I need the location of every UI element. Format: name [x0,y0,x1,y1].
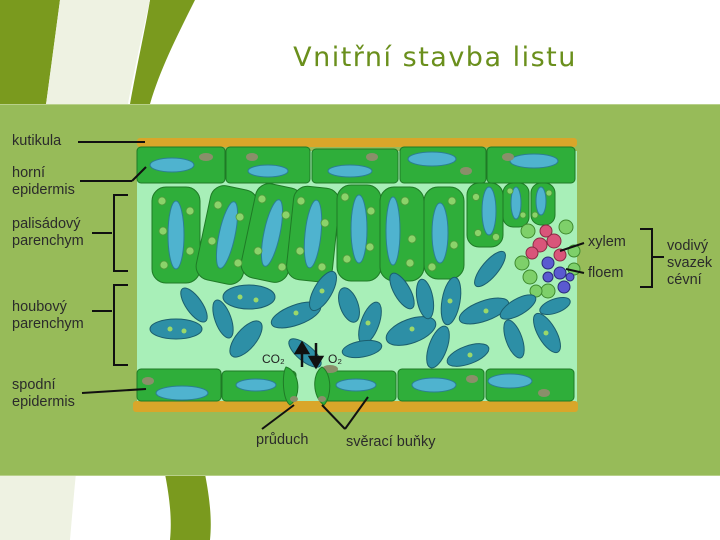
label-houbovy: houbový [12,299,67,316]
upper-epidermis-cells [137,147,575,183]
label-vodivy: vodivý [667,238,708,255]
label-cevni: cévní [667,272,702,289]
label-sveraci-bunky: svěrací buňky [346,434,435,451]
label-xylem: xylem [588,234,626,251]
co2-label: CO₂ [262,352,285,366]
label-spodni: spodní [12,377,56,394]
leaf-cross-section: CO₂ O₂ [0,105,720,475]
label-horni: horní [12,165,45,182]
label-parenchym-palisade: parenchym [12,233,84,250]
label-epidermis-upper: epidermis [12,182,75,199]
label-svazek: svazek [667,255,712,272]
swoosh-bottom [165,474,211,540]
o2-label: O₂ [328,352,342,366]
label-floem: floem [588,265,623,282]
label-kutikula: kutikula [12,133,61,150]
label-palisadovy: palisádový [12,216,81,233]
lower-cuticle [133,401,578,412]
slide-title: Vnitřní stavba listu [250,42,620,73]
upper-cuticle [137,138,577,147]
label-pruduch: průduch [256,432,308,449]
label-parenchym-spongy: parenchym [12,316,84,333]
diagram-panel: CO₂ O₂ kutikula horní epidermis palisádo… [0,104,720,476]
label-epidermis-lower: epidermis [12,394,75,411]
